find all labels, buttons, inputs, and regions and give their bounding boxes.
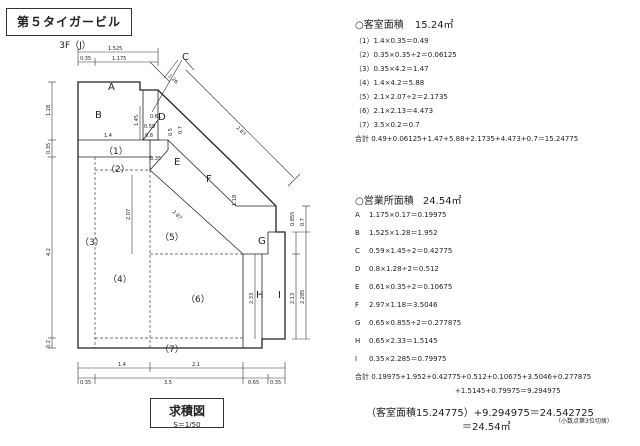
dim-left-02: 0.2 [46,340,52,348]
area-label-b: B [95,110,102,121]
drawing-title: 第５タイガービル [6,8,132,36]
room-label-5: （5） [160,232,184,243]
dim-in-233: 2.33 [249,293,255,304]
guest-area-calc: （1）1.4×0.35＝0.49 （2）0.35×0.35÷2＝0.06125 … [355,36,578,148]
leader-c [151,59,183,113]
dim-in-207: 2.07 [126,209,132,220]
dim-top-b: 1.175 [112,56,126,62]
business-area-title-text: ○営業所面積 [355,196,414,207]
area-label-g: G [258,236,266,247]
guest-area-title: ○客室面積 15.24㎡ [355,16,454,31]
guest-row-6: （6）2.1×2.13＝4.473 [355,107,434,115]
room-label-2: （2） [106,164,130,175]
area-boundaries [78,90,276,348]
dim-bot-065: 0.65 [248,380,259,386]
guest-row-2: （2）0.35×0.35÷2＝0.06125 [355,51,457,59]
dim-in-07: 0.7 [178,126,184,134]
dim-right-0855: 0.855 [290,212,296,226]
room-label-3: （3） [80,237,104,248]
business-area-value: 24.54㎡ [422,196,462,207]
area-label-d: D [158,112,166,123]
dim-right-07: 0.7 [300,218,306,226]
room-label-6: （6） [186,294,210,305]
legend-box: 求積図 S＝1/50 [150,398,224,429]
dim-in-035: 0.35 [150,156,161,162]
guest-row-7: （7）3.5×0.2＝0.7 [355,121,420,129]
guest-room-boundaries [94,157,243,348]
dim-diag-247: 2.87 [171,209,183,221]
guest-area-title-text: ○客室面積 [355,20,404,31]
dim-in-08: 0.8 [145,133,153,139]
guest-total: 合計 0.49+0.06125+1.47+5.88+2.1735+4.473+0… [355,135,579,143]
dim-in-118: 1.18 [232,195,238,206]
dim-in-145: 1.45 [134,115,140,126]
area-label-e: E [174,157,180,168]
room-label-1: （1） [104,146,128,157]
dim-left-128: 1.28 [46,105,52,116]
dim-in-05: 0.5 [168,128,174,136]
area-label-a: A [108,82,115,93]
dim-bot-035a: 0.35 [80,380,91,386]
dim-top-total: 1.525 [108,46,122,52]
room-label-7: （7） [160,344,184,355]
legend-scale: S＝1/50 [173,421,201,429]
dim-in-14: 1.4 [104,133,112,139]
area-label-f: F [206,174,212,185]
guest-row-3: （3）0.35×4.2＝1.47 [355,65,429,73]
guest-row-4: （4）1.4×4.2＝5.88 [355,79,425,87]
dim-bot-14: 1.4 [118,362,126,368]
business-total-2: +1.5145+0.79975＝9.294975 [455,387,561,395]
area-label-h: H [256,290,264,301]
dim-bot-035b: 0.35 [270,380,281,386]
dim-diag-287: 2.87 [235,125,247,137]
guest-row-1: （1）1.4×0.35＝0.49 [355,37,429,45]
dim-left-035: 0.35 [46,143,52,154]
area-label-i: I [278,290,281,301]
dim-bot-21: 2.1 [192,362,200,368]
dim-top-a: 0.35 [80,56,91,62]
dimension-lines [48,48,310,384]
business-area-title: ○営業所面積 24.54㎡ [355,192,462,207]
rounding-note: （小数点第3位切捨） [555,418,613,425]
guest-row-5: （5）2.1×2.07÷2＝2.1735 [355,93,448,101]
final-equation-1: （客室面積15.24775）+9.294975＝24.542725 [366,408,594,419]
dim-in-059: 0.59 [144,124,155,130]
dim-in-061: 0.61 [150,114,161,120]
room-label-4: （4） [108,274,132,285]
dim-right-213: 2.13 [290,293,296,304]
dim-right-2285: 2.285 [300,290,306,304]
business-total-1: 合計 0.19975+1.952+0.42775+0.512+0.10675+3… [355,373,592,381]
legend-title: 求積図 [168,404,205,418]
area-label-c: C [182,52,189,63]
guest-area-value: 15.24㎡ [414,20,454,31]
dim-left-42: 4.2 [46,248,52,256]
final-equation-2: ＝24.54㎡ [462,422,511,433]
floor-label: 3F（J） [59,41,91,51]
dim-bot-35: 3.5 [164,380,172,386]
